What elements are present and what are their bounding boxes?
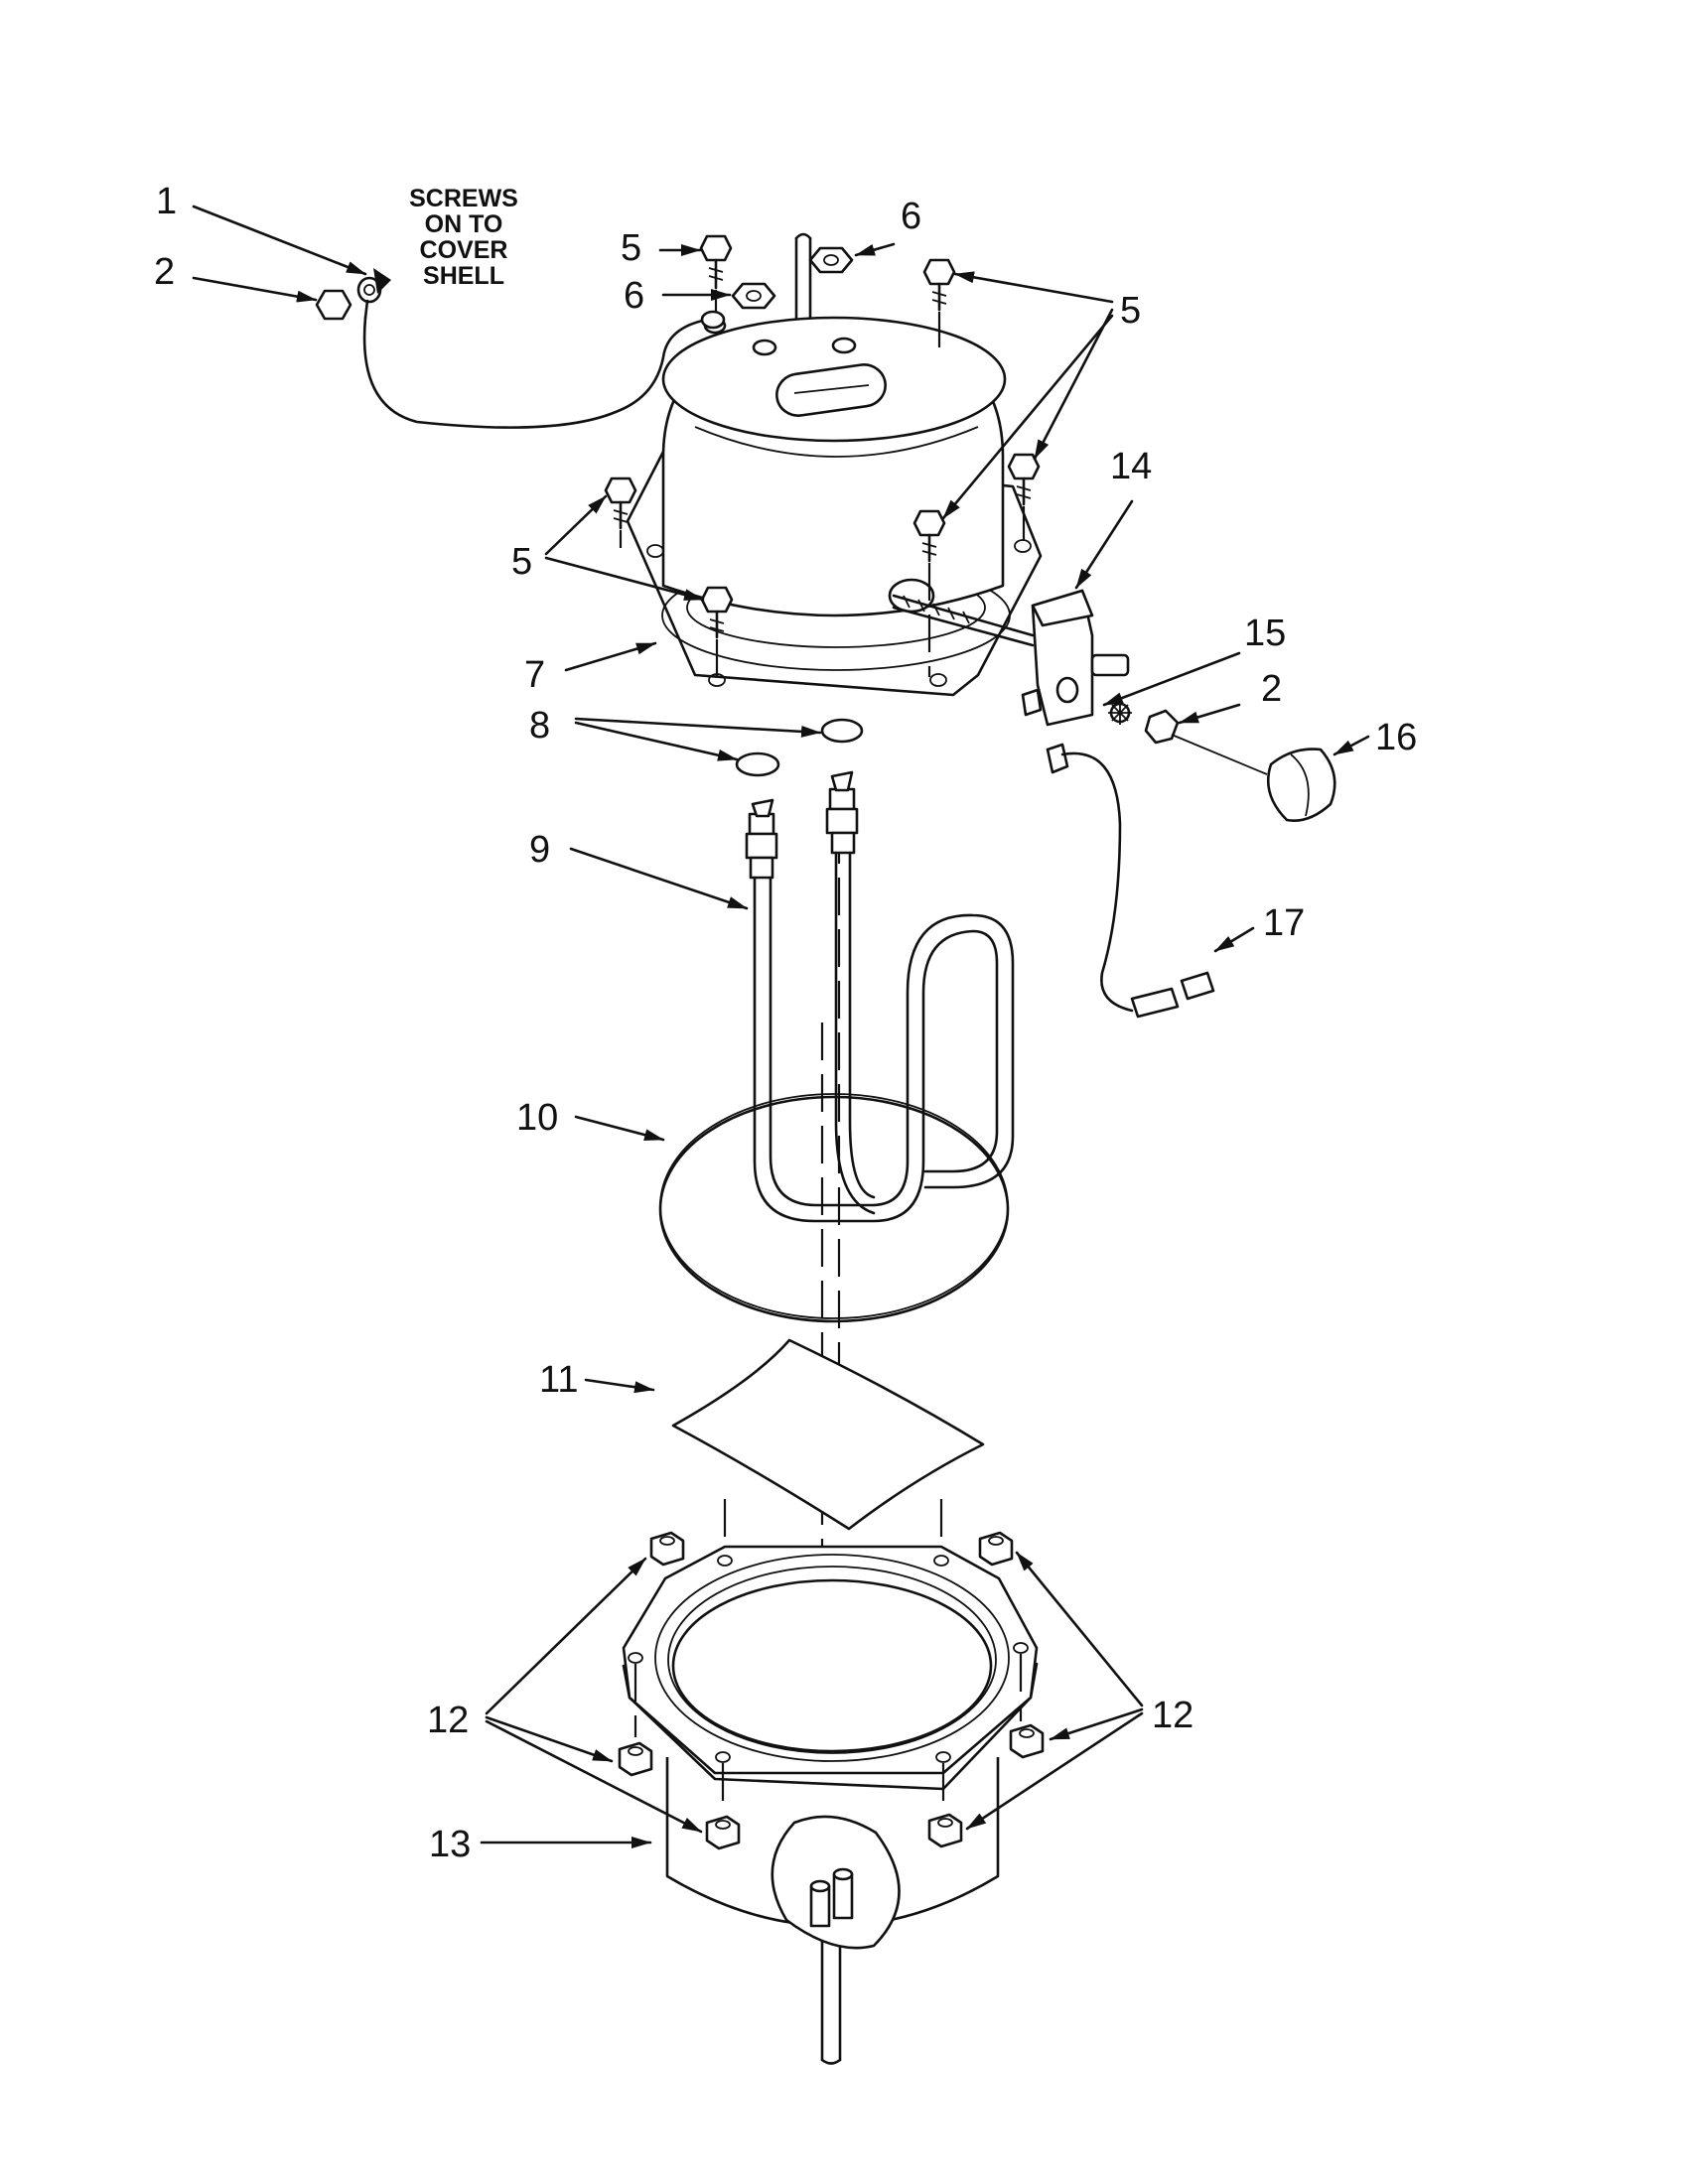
screw-top-right bbox=[922, 258, 956, 312]
nut-right bbox=[808, 246, 854, 274]
bottom-nut-5 bbox=[705, 1815, 741, 1850]
callout-5-top: 5 bbox=[621, 227, 641, 269]
bottom-nut-1 bbox=[649, 1531, 685, 1567]
callout-12-left: 12 bbox=[427, 1700, 469, 1741]
callout-12-right: 12 bbox=[1152, 1695, 1193, 1736]
callout-labels: 1 2 5 6 6 5 5 7 8 9 10 11 12 12 13 14 15… bbox=[154, 181, 1417, 1865]
bottom-nut-6 bbox=[927, 1813, 963, 1848]
nut-left bbox=[731, 282, 776, 310]
callout-11: 11 bbox=[539, 1359, 578, 1401]
motor-cover-shell bbox=[626, 316, 1043, 697]
note-line-2: ON TO bbox=[425, 210, 503, 238]
note-line-4: SHELL bbox=[423, 262, 504, 290]
screw-right-lower bbox=[912, 509, 946, 563]
thermostat bbox=[892, 589, 1336, 1019]
bottom-nut-4 bbox=[1009, 1723, 1045, 1759]
callout-5-right: 5 bbox=[1120, 290, 1141, 332]
heating-element bbox=[745, 770, 1015, 1223]
callout-6-left: 6 bbox=[624, 275, 644, 317]
callout-6-top: 6 bbox=[901, 196, 921, 237]
note-screws-on-to-cover-shell: SCREWS ON TO COVER SHELL bbox=[409, 185, 518, 290]
callout-10: 10 bbox=[516, 1097, 558, 1139]
note-line-1: SCREWS bbox=[409, 185, 518, 212]
callout-17: 17 bbox=[1263, 902, 1305, 944]
callout-14: 14 bbox=[1110, 446, 1152, 487]
callout-16: 16 bbox=[1375, 717, 1417, 758]
bottom-nut-2 bbox=[978, 1531, 1014, 1567]
screw-right-upper bbox=[1007, 453, 1041, 506]
callout-5-left: 5 bbox=[511, 541, 532, 583]
callout-1: 1 bbox=[156, 181, 177, 222]
callout-7: 7 bbox=[524, 654, 545, 696]
ground-wire bbox=[315, 268, 726, 429]
insulation-pad bbox=[671, 1338, 985, 1531]
callout-15: 15 bbox=[1244, 613, 1286, 654]
callout-13: 13 bbox=[429, 1824, 471, 1865]
note-line-3: COVER bbox=[420, 236, 508, 264]
callout-2-right: 2 bbox=[1261, 668, 1282, 710]
bottom-tank bbox=[622, 1545, 1039, 1950]
alignment-lines-bottom bbox=[633, 1499, 1023, 1813]
o-rings bbox=[735, 718, 864, 777]
screw-top bbox=[699, 234, 733, 290]
callout-9: 9 bbox=[529, 829, 550, 871]
screw-left-upper bbox=[604, 477, 637, 530]
gasket bbox=[658, 1093, 1010, 1323]
bottom-nut-3 bbox=[618, 1741, 653, 1777]
callout-8: 8 bbox=[529, 705, 550, 747]
callout-2-top: 2 bbox=[154, 251, 175, 293]
leader-lines bbox=[192, 205, 1370, 1848]
